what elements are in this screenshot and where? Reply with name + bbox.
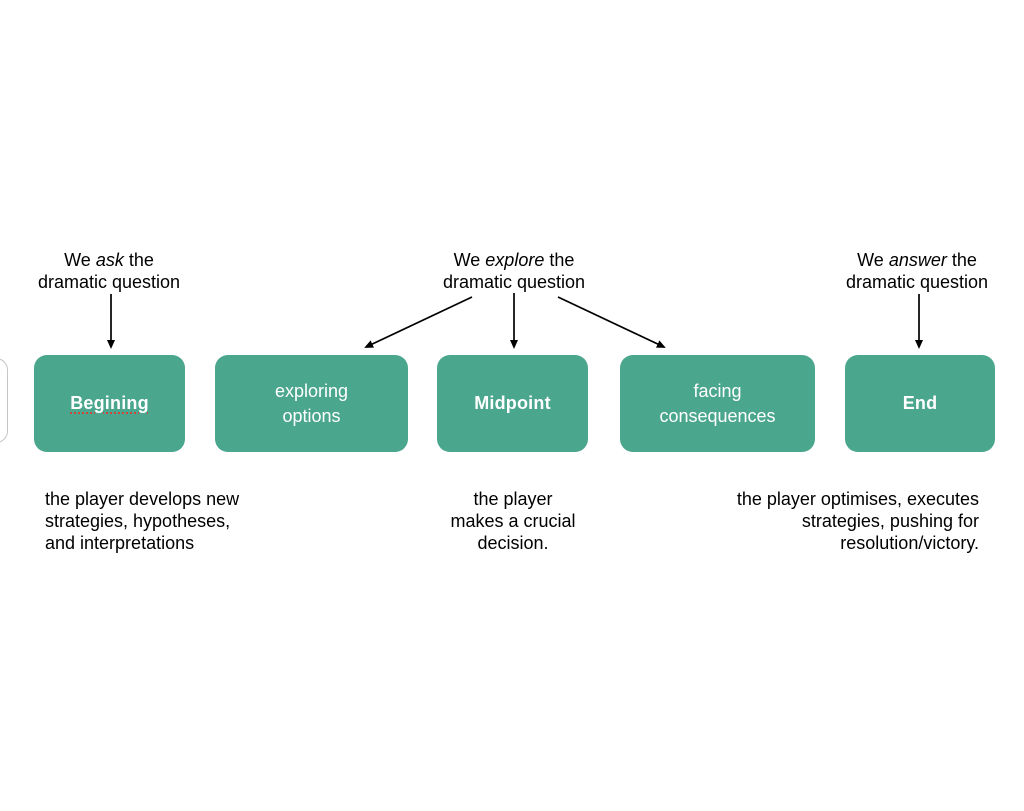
stage-box-midpoint: Midpoint: [437, 355, 588, 452]
caption-begining-line2: strategies, hypotheses,: [45, 511, 231, 531]
caption-end-line3: resolution/victory.: [840, 533, 979, 553]
annotation-ask: We ask the dramatic question: [0, 249, 219, 293]
annotation-answer-line2: dramatic question: [845, 272, 989, 292]
arrow-explore-to-facing-consequences: [557, 296, 666, 348]
arrow-explore-to-exploring-options: [364, 296, 473, 348]
annotation-answer-line1: We answer the: [857, 250, 977, 270]
annotation-explore-line2: dramatic question: [442, 272, 586, 292]
stage-box-exploring-options: exploring options: [215, 355, 408, 452]
stage-box-begining-label: Begining: [70, 393, 149, 413]
caption-begining-line3: and interpretations: [45, 533, 195, 553]
stage-box-begining: Begining: [34, 355, 185, 452]
annotation-explore-line1: We explore the: [453, 250, 575, 270]
offscreen-stage-box: [0, 358, 8, 443]
caption-midpoint-line1: the player: [473, 489, 553, 509]
annotation-ask-line2: dramatic question: [37, 272, 181, 292]
caption-end: the player optimises, executes strategie…: [679, 488, 979, 554]
caption-end-line1: the player optimises, executes: [736, 489, 979, 509]
caption-begining: the player develops new strategies, hypo…: [45, 488, 345, 554]
stage-box-facing-consequences-label: facing: [693, 380, 742, 401]
stage-box-end: End: [845, 355, 995, 452]
annotation-explore: We explore the dramatic question: [404, 249, 624, 293]
stage-box-facing-consequences: facing consequences: [620, 355, 815, 452]
annotation-answer: We answer the dramatic question: [807, 249, 1024, 293]
annotation-ask-line1: We ask the: [64, 250, 154, 270]
stage-box-exploring-options-label: exploring: [274, 380, 349, 401]
stage-box-end-label: End: [902, 393, 938, 413]
caption-midpoint-line2: makes a crucial: [450, 511, 576, 531]
stage-box-midpoint-label: Midpoint: [474, 393, 551, 413]
caption-midpoint-line3: decision.: [477, 533, 549, 553]
caption-begining-line1: the player develops new: [45, 489, 240, 509]
caption-end-line2: strategies, pushing for: [801, 511, 979, 531]
emphasis-word-ask: ask: [95, 250, 124, 270]
caption-midpoint: the player makes a crucial decision.: [413, 488, 613, 554]
emphasis-word-answer: answer: [888, 250, 947, 270]
emphasis-word-explore: explore: [485, 250, 545, 270]
